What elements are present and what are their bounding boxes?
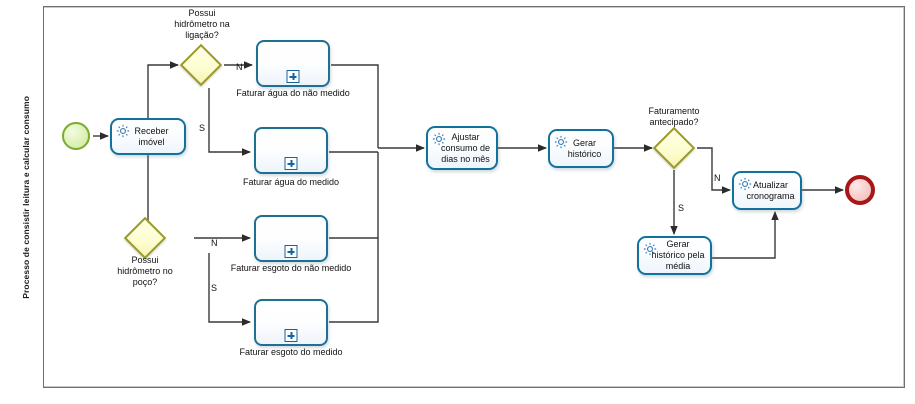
start-event[interactable]: [62, 122, 90, 150]
task-ajustar-consumo[interactable]: Ajustar consumo de dias no mês: [426, 126, 498, 170]
gear-icon: [432, 132, 446, 146]
plus-icon: [284, 157, 298, 170]
plus-icon: [284, 245, 298, 258]
flow-label-gw2-n: N: [211, 238, 218, 248]
gateway-possui-hidrometro-poco-label: Possui hidrômetro no poço?: [117, 255, 173, 287]
subprocess-faturar-esgoto-nao-medido-label: Faturar esgoto do não medido: [230, 263, 352, 273]
plus-icon: [286, 70, 300, 83]
task-label: Atualizar cronograma: [746, 179, 795, 201]
gear-icon: [643, 242, 657, 256]
subprocess-faturar-esgoto-medido[interactable]: [254, 299, 328, 346]
subprocess-faturar-agua-nao-medido-label: Faturar água do não medido: [236, 88, 350, 98]
gear-icon: [554, 135, 568, 149]
flow-label-gw2-s: S: [211, 283, 218, 293]
lane-header: Processo de consistir leitura e calcular…: [8, 6, 44, 388]
task-label: Ajustar consumo de dias no mês: [440, 131, 491, 164]
flow-label-gw3-s: S: [678, 203, 685, 213]
plus-icon: [284, 329, 298, 342]
task-gerar-historico[interactable]: Gerar histórico: [548, 129, 614, 168]
subprocess-faturar-agua-nao-medido[interactable]: [256, 40, 330, 87]
gateway-faturamento-antecipado-label: Faturamento antecipado?: [648, 106, 700, 127]
task-gerar-historico-pela-media[interactable]: Gerar histórico pela média: [637, 236, 712, 275]
flow-label-gw1-n: N: [236, 62, 243, 72]
task-label: Gerar histórico pela média: [651, 239, 705, 271]
flow-label-gw3-n: N: [714, 173, 721, 183]
task-receber-imovel[interactable]: Receber imóvel: [110, 118, 186, 155]
gear-icon: [738, 177, 752, 191]
subprocess-faturar-agua-medido[interactable]: [254, 127, 328, 174]
lane-title: Processo de consistir leitura e calcular…: [20, 95, 31, 299]
subprocess-faturar-esgoto-nao-medido[interactable]: [254, 215, 328, 262]
task-label: Gerar histórico: [567, 137, 602, 159]
gear-icon: [116, 124, 130, 138]
subprocess-faturar-esgoto-medido-label: Faturar esgoto do medido: [239, 347, 343, 357]
end-event[interactable]: [845, 175, 875, 205]
gateway-possui-hidrometro-ligacao-label: Possui hidrômetro na ligação?: [174, 8, 230, 40]
task-atualizar-cronograma[interactable]: Atualizar cronograma: [732, 171, 802, 210]
task-label: Receber imóvel: [134, 125, 169, 147]
flow-label-gw1-s: S: [199, 123, 206, 133]
subprocess-faturar-agua-medido-label: Faturar água do medido: [242, 177, 340, 187]
